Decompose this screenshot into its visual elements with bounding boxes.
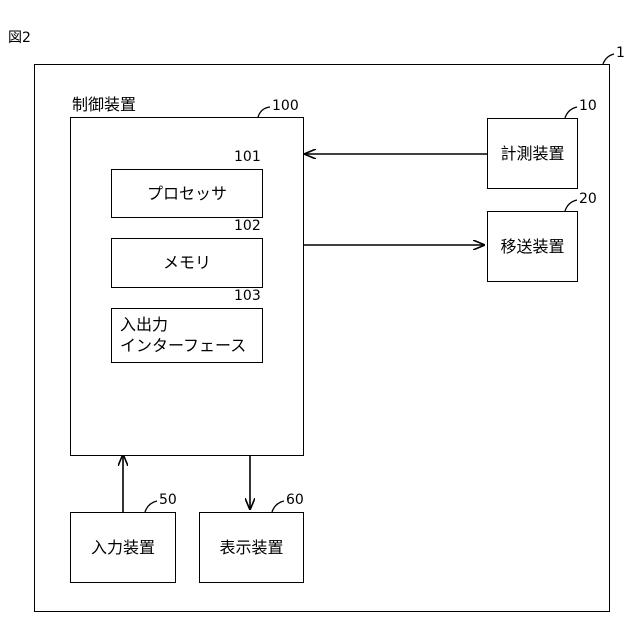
input-device-box: 入力装置	[70, 512, 176, 583]
measuring-device-label: 計測装置	[500, 144, 564, 164]
measuring-device-box: 計測装置	[487, 118, 578, 189]
processor-label: プロセッサ	[147, 184, 227, 204]
figure-label: 図2	[8, 28, 31, 48]
display-device-box: 表示装置	[199, 512, 304, 583]
memory-box: メモリ	[111, 238, 263, 288]
io-interface-ref: 103	[234, 288, 261, 304]
leader-1	[603, 54, 614, 64]
io-interface-box: 入出力 インターフェース	[111, 308, 263, 363]
display-device-ref: 60	[286, 492, 304, 508]
controller-ref: 100	[272, 98, 299, 114]
memory-label: メモリ	[163, 253, 211, 273]
processor-ref: 101	[234, 149, 261, 165]
system-ref: 1	[616, 45, 625, 61]
input-device-ref: 50	[159, 492, 177, 508]
controller-label: 制御装置	[72, 95, 136, 115]
transfer-device-ref: 20	[579, 191, 597, 207]
memory-ref: 102	[234, 218, 261, 234]
measuring-device-ref: 10	[579, 98, 597, 114]
io-interface-label-line1: 入出力	[120, 315, 168, 335]
input-device-label: 入力装置	[91, 538, 155, 558]
display-device-label: 表示装置	[219, 538, 283, 558]
transfer-device-label: 移送装置	[500, 237, 564, 257]
transfer-device-box: 移送装置	[487, 211, 578, 282]
processor-box: プロセッサ	[111, 169, 263, 218]
io-interface-label-line2: インターフェース	[120, 336, 246, 356]
